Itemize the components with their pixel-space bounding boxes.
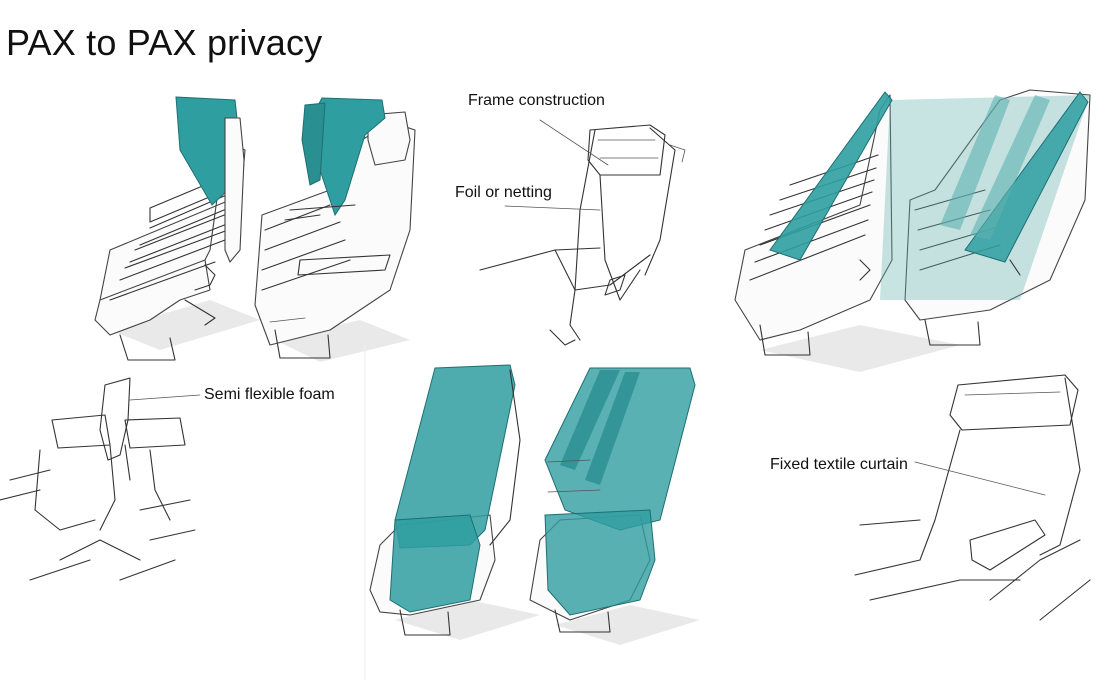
concept-full-dividers	[370, 365, 700, 645]
label-fixed-textile-curtain: Fixed textile curtain	[770, 456, 908, 474]
teal-full-divider	[390, 515, 480, 612]
concept-headrest-dividers	[95, 97, 415, 362]
teal-full-divider	[545, 510, 655, 615]
concept-foam-sketch	[0, 378, 200, 580]
concept-translucent-panels	[735, 90, 1090, 372]
label-semi-flexible-foam: Semi flexible foam	[204, 386, 335, 404]
label-foil-or-netting: Foil or netting	[455, 184, 552, 202]
label-frame-construction: Frame construction	[468, 92, 605, 110]
concept-curtain-sketch	[855, 375, 1090, 620]
concept-frame-sketch	[480, 120, 685, 345]
